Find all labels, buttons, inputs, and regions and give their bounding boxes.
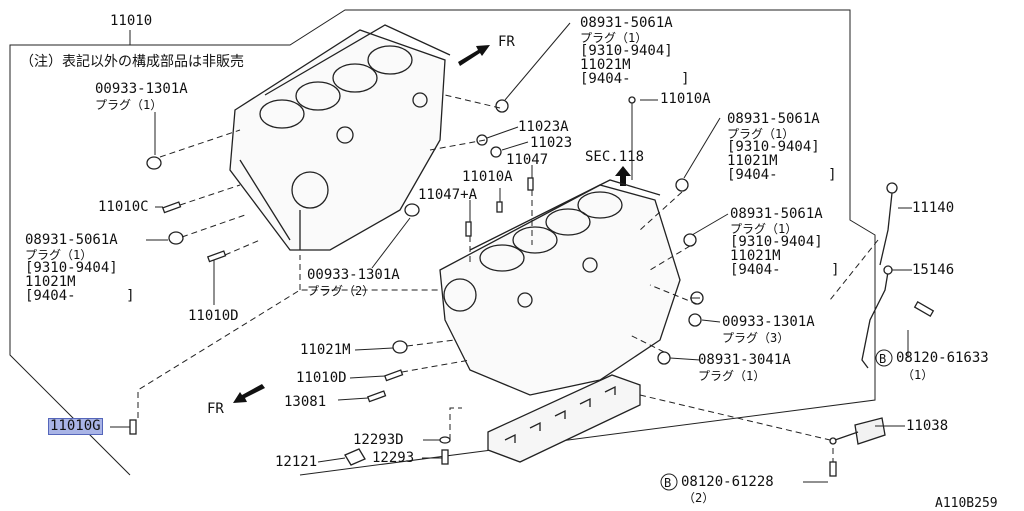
label-11023A[interactable]: 11023A [518, 119, 569, 135]
label-08931-5061A-top[interactable]: 08931-5061A [580, 15, 673, 31]
label-plug-top: プラグ（1） [580, 31, 648, 45]
label-08120-61633-qty: （1） [902, 368, 934, 382]
label-date2-lower: [9404- ] [730, 262, 840, 278]
ladder-frame-illustration [487, 374, 641, 463]
sec-arrow-icon [615, 166, 631, 186]
note-not-sold-separately: （注）表記以外の構成部品は非販売 [20, 54, 244, 70]
label-08931-5061A-left[interactable]: 08931-5061A [25, 232, 118, 248]
label-11010C[interactable]: 11010C [98, 199, 149, 215]
label-12293D[interactable]: 12293D [353, 432, 404, 448]
label-11047-A[interactable]: 11047+A [418, 187, 478, 203]
label-11038[interactable]: 11038 [906, 418, 949, 434]
label-08120-61633[interactable]: 08120-61633 [896, 350, 989, 366]
label-12293[interactable]: 12293 [372, 450, 415, 466]
label-00933-1301A-top[interactable]: 00933-1301A [95, 81, 188, 97]
label-plug-mid: プラグ（1） [727, 127, 795, 141]
label-08120-61228-qty: （2） [683, 491, 715, 505]
label-11140[interactable]: 11140 [912, 200, 955, 216]
label-11021M-lower[interactable]: 11021M [730, 248, 781, 264]
label-00933-1301A-top-sub: プラグ（1） [95, 98, 163, 112]
label-plug-lower: プラグ（1） [730, 222, 798, 236]
leader-lines [110, 22, 912, 483]
label-11010G-highlighted[interactable]: 11010G [48, 418, 103, 435]
fr-arrow-top-icon [458, 45, 490, 66]
label-date2-mid: [9404- ] [727, 167, 837, 183]
label-11010[interactable]: 11010 [110, 13, 153, 29]
label-15146[interactable]: 15146 [912, 262, 955, 278]
label-11010D-left[interactable]: 11010D [188, 308, 239, 324]
label-11010A-mid[interactable]: 11010A [462, 169, 513, 185]
assembly-boundary [9, 9, 876, 476]
label-11023[interactable]: 11023 [530, 135, 573, 151]
fr-arrow-bottom-icon [233, 384, 265, 403]
label-08931-5061A-lower[interactable]: 08931-5061A [730, 206, 823, 222]
label-00933-1301A-right-sub: プラグ（3） [722, 331, 790, 345]
bolt-marker-icons [660, 349, 893, 491]
label-08931-3041A-sub: プラグ（1） [698, 369, 766, 383]
label-date-lower: [9310-9404] [730, 234, 823, 250]
label-11010D-bottom[interactable]: 11010D [296, 370, 347, 386]
label-11021M-bottom[interactable]: 11021M [300, 342, 351, 358]
bolt-marker-2: B [664, 476, 671, 490]
label-08120-61228[interactable]: 08120-61228 [681, 474, 774, 490]
label-sec-118[interactable]: SEC.118 [585, 149, 645, 165]
dipstick-illustration [861, 182, 898, 369]
label-00933-1301A-mid-sub: プラグ（2） [307, 284, 375, 298]
label-00933-1301A-right[interactable]: 00933-1301A [722, 314, 815, 330]
label-11047[interactable]: 11047 [506, 152, 549, 168]
label-plug-left: プラグ（1） [25, 248, 93, 262]
bolt-marker-1: B [879, 352, 886, 366]
label-12121[interactable]: 12121 [275, 454, 318, 470]
label-date-mid: [9310-9404] [727, 139, 820, 155]
label-date-top: [9310-9404] [580, 43, 673, 59]
label-11021M-left[interactable]: 11021M [25, 274, 76, 290]
label-11021M-top[interactable]: 11021M [580, 57, 631, 73]
label-date2-left: [9404- ] [25, 288, 135, 304]
fr-label-top: FR [498, 34, 515, 50]
label-08931-5061A-mid[interactable]: 08931-5061A [727, 111, 820, 127]
bracket-illustration [829, 417, 886, 445]
label-08931-3041A[interactable]: 08931-3041A [698, 352, 791, 368]
label-date-left: [9310-9404] [25, 260, 118, 276]
figure-id: A110B259 [935, 496, 998, 511]
label-00933-1301A-mid[interactable]: 00933-1301A [307, 267, 400, 283]
label-13081[interactable]: 13081 [284, 394, 327, 410]
dashed-guides [137, 94, 879, 462]
lower-block-illustration [439, 179, 681, 396]
label-11010A-top[interactable]: 11010A [660, 91, 711, 107]
label-date2-top: [9404- ] [580, 71, 690, 87]
small-parts [129, 96, 935, 477]
fr-label-bottom: FR [207, 401, 224, 417]
label-11021M-mid[interactable]: 11021M [727, 153, 778, 169]
upper-block-illustration [229, 24, 451, 251]
